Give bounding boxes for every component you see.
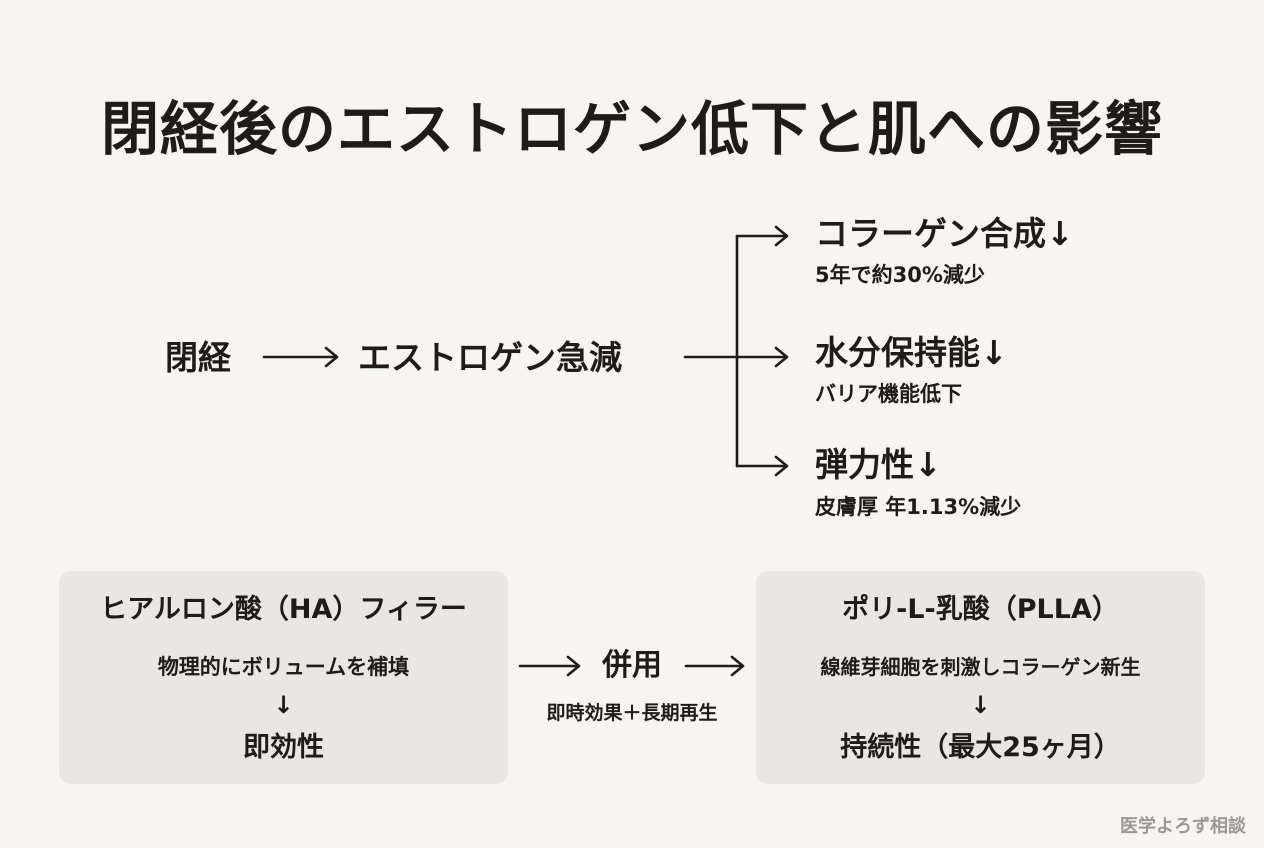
effect-elasticity-detail: 皮膚厚 年1.13%減少	[815, 495, 1022, 519]
effect-collagen-detail: 5年で約30%減少	[815, 263, 985, 287]
treatment-ha-result: 即効性	[243, 732, 324, 763]
arrow-ha-to-combination	[518, 655, 581, 677]
effect-elasticity-heading: 弾力性↓	[815, 445, 942, 484]
treatment-ha-description: 物理的にボリュームを補填	[157, 655, 410, 679]
combination-detail: 即時効果＋長期再生	[546, 702, 718, 724]
node-menopause: 閉経	[165, 338, 231, 377]
arrow-combination-to-plla	[684, 655, 745, 677]
effect-collagen-heading: コラーゲン合成↓	[815, 214, 1074, 253]
page-title: 閉経後のエストロゲン低下と肌への影響	[100, 95, 1163, 163]
effect-water-detail: バリア機能低下	[815, 382, 962, 406]
combination-label: 併用	[602, 648, 662, 683]
treatment-plla-description: 線維芽細胞を刺激しコラーゲン新生	[820, 655, 1141, 679]
arrow-menopause-to-estrogen	[262, 346, 339, 368]
treatment-plla-box: ポリ-L-乳酸（PLLA） 線維芽細胞を刺激しコラーゲン新生 ↓ 持続性（最大2…	[756, 571, 1205, 784]
credit-watermark: 医学よろず相談	[1120, 816, 1246, 837]
node-estrogen-drop: エストロゲン急減	[358, 338, 622, 377]
arrow-to-collagen	[735, 225, 789, 247]
treatment-ha-box: ヒアルロン酸（HA）フィラー 物理的にボリュームを補填 ↓ 即効性	[59, 571, 508, 784]
arrow-estrogen-to-water	[683, 346, 789, 368]
treatment-ha-arrow: ↓	[273, 691, 294, 719]
treatment-ha-title: ヒアルロン酸（HA）フィラー	[100, 594, 467, 625]
treatment-plla-arrow: ↓	[970, 691, 991, 719]
effect-water-heading: 水分保持能↓	[815, 333, 1008, 372]
treatment-plla-title: ポリ-L-乳酸（PLLA）	[842, 594, 1119, 625]
arrow-to-elasticity	[735, 455, 789, 477]
treatment-plla-result: 持続性（最大25ヶ月）	[840, 732, 1121, 763]
